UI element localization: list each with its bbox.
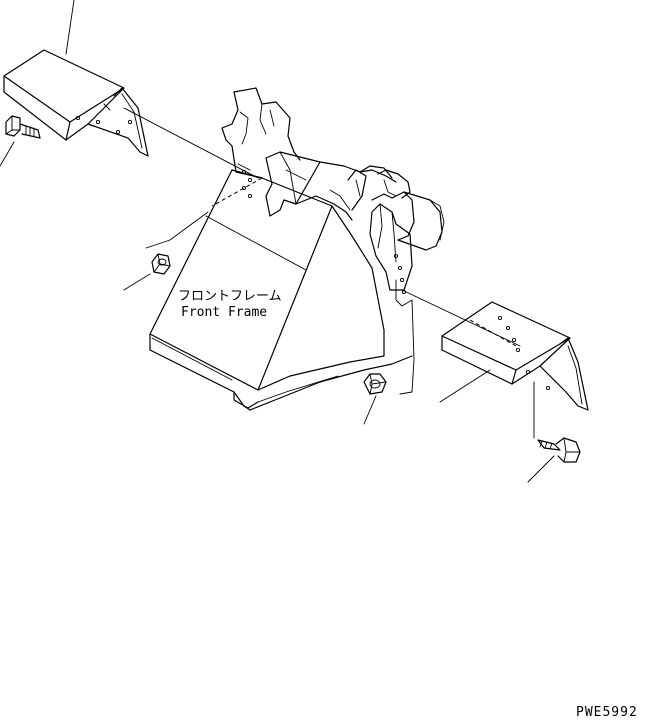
part-label-english: Front Frame (181, 305, 267, 320)
leader-line-nut-left (145, 211, 209, 249)
leader-line-left-cover (65, 0, 75, 55)
leader-line-nut-center (363, 395, 377, 425)
nut-left (151, 253, 171, 275)
alignment-line-right (401, 289, 521, 347)
leader-line-nut-left-pointer (123, 273, 151, 291)
leader-line-bolt-left (0, 141, 15, 167)
nut-center (363, 373, 387, 395)
bolt-right (537, 437, 581, 463)
leader-line-right-cover (439, 369, 491, 403)
drawing-code: PWE5992 (576, 705, 638, 720)
bolt-left (5, 115, 41, 139)
alignment-line-left (123, 107, 259, 179)
right-cover-bracket (441, 301, 589, 411)
leader-line-bolt-right (527, 455, 555, 483)
part-label-japanese: フロントフレーム (178, 289, 282, 304)
front-frame (149, 87, 445, 411)
left-cover-bracket (3, 49, 149, 157)
